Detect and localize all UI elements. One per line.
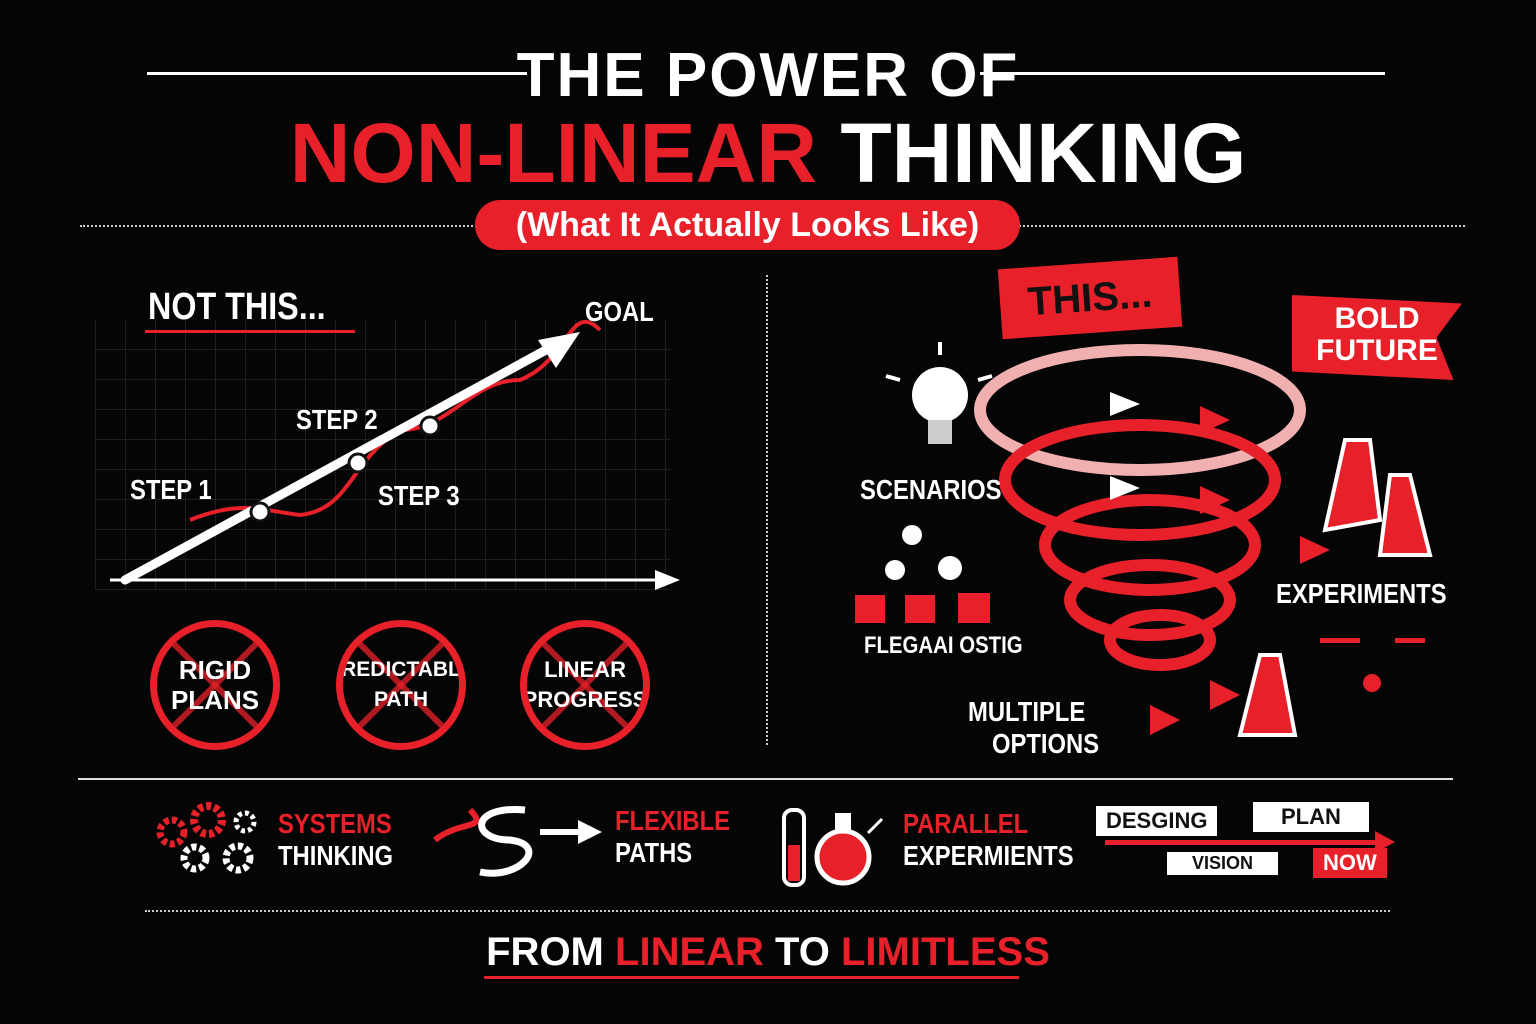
footer-word: FROM [486,930,604,974]
feature-line: EXPERMIENTS [903,840,1074,871]
spiral [974,344,1306,671]
label-line: PLANS [170,685,260,715]
feature-line-red: SYSTEMS [278,808,392,839]
curvy-arrow-icon [433,806,602,877]
axis-arrowhead [655,570,680,590]
arrowhead [538,332,580,368]
not-this-heading: NOT THIS... [148,286,357,329]
title-white: THINKING [840,106,1247,200]
step-text: STEP 2 [296,404,378,435]
title-line-2: NON-LINEAR THINKING [0,105,1536,202]
step-text: STEP 1 [130,474,212,505]
step-2-dot [347,452,369,474]
crossed-linear-progress: LINEAR PROGRESS [520,620,650,750]
timeline-arrowhead [1375,831,1395,853]
label-line: RIGID [178,655,252,685]
flasks-icon [1237,438,1433,737]
now-tag: NOW [1313,848,1387,878]
scenarios-label: SCENARIOS [860,474,1026,506]
underline [145,330,355,333]
goal-label: GOAL [585,296,666,328]
feature-line: THINKING [278,840,394,871]
label-text: FLEGAAI OSTIG [864,632,1023,659]
dotted-divider [145,910,1390,912]
tag-text: VISION [1192,853,1254,873]
title-red: NON-LINEAR [289,106,817,200]
center-divider [766,275,768,745]
flag-line: BOLD [1334,302,1420,335]
footer-underline [484,976,1019,979]
label-line: PROGRESS [522,687,648,712]
step-2-label: STEP 2 [296,404,392,436]
tag-text: DESGING [1106,808,1208,833]
divider [980,72,1385,75]
title-line-1: THE POWER OF [0,40,1536,111]
footer-tagline: FROM LINEAR TO LIMITLESS [0,930,1536,975]
title-text: THE POWER OF [516,41,1020,110]
step-3-dot [419,415,441,437]
vision-tag: VISION [1167,852,1279,875]
step-1-label: STEP 1 [130,474,226,506]
step-1-dot [249,501,271,523]
tag-text: NOW [1323,850,1377,875]
subtitle-pill: (What It Actually Looks Like) [475,200,1020,250]
gears-icon [156,802,257,874]
flegacy-label: FLEGAAI OSTIG [864,632,1051,660]
crossed-predictable-path: PREDICTABLE PATH [336,620,466,750]
footer-word-red: LINEAR [615,930,764,974]
label-line: PATH [373,688,429,711]
tag-text: PLAN [1281,804,1341,829]
label-line: MULTIPLE [968,696,1086,727]
footer-word-red: LIMITLESS [840,930,1050,974]
step-text: STEP 3 [378,480,460,511]
network-icon [855,525,990,623]
label-line: PREDICTABLE [341,658,461,681]
linear-arrow [120,340,560,585]
lightbulb-icon [885,342,993,444]
feature-line-red: FLEXIBLE [615,805,731,836]
divider [78,778,1453,780]
arrows [1110,392,1140,500]
red-arrows [1150,406,1425,735]
label-line: LINEAR [544,657,626,682]
subtitle: (What It Actually Looks Like) [515,206,980,244]
plan-tag: PLAN [1253,802,1369,832]
label-text: SCENARIOS [860,474,1002,505]
feature-line-red: PARALLEL [903,808,1029,839]
timeline-arrow [1105,840,1380,845]
label-line: OPTIONS [992,728,1100,759]
label-text: EXPERIMENTS [1276,578,1447,609]
divider [147,72,527,75]
footer-word: TO [775,930,830,974]
goal-text: GOAL [585,296,654,327]
experiments-label: EXPERIMENTS [1276,578,1477,610]
step-3-label: STEP 3 [378,480,474,512]
feature-line: PATHS [615,837,693,868]
designing-tag: DESGING [1096,806,1218,836]
lab-flask-icon [782,808,884,887]
heading-text: NOT THIS... [148,286,326,328]
flag-line: FUTURE [1316,334,1438,367]
